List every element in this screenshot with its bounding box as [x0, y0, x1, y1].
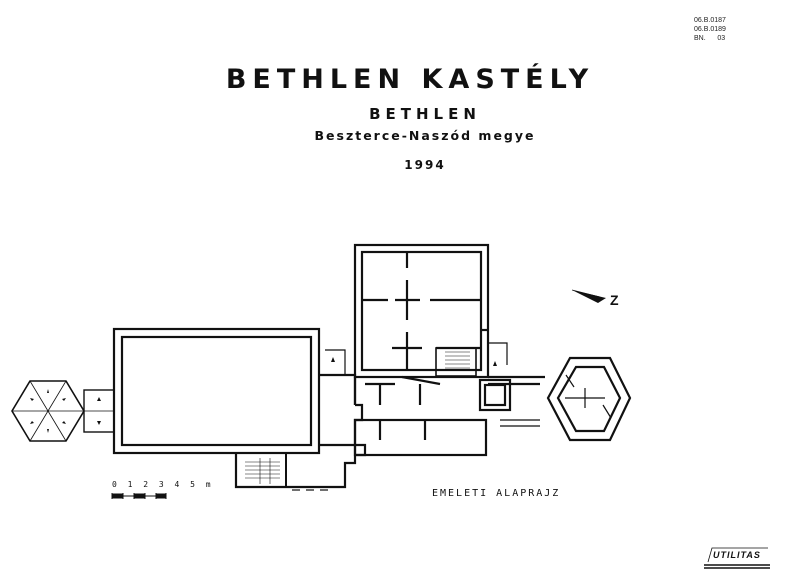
- hexagon-roof-icon: [11, 380, 85, 442]
- drawing-title: BETHLEN KASTÉLY: [225, 64, 595, 95]
- scale-label: 0 1 2 3 4 5 m: [112, 480, 214, 489]
- stamp-frame: [704, 547, 770, 569]
- drawing-year: 1994: [404, 158, 446, 172]
- reference-code-2: 06.B.0189: [694, 26, 726, 33]
- stair-icon: [435, 347, 477, 377]
- central-wing: [353, 243, 490, 379]
- publisher-stamp: UTILITAS: [713, 550, 761, 560]
- great-hall: [112, 327, 321, 455]
- county-name: Beszterce-Naszód megye: [314, 128, 536, 143]
- hexagonal-tower: [546, 356, 632, 442]
- plan-label: EMELETI ALAPRAJZ: [432, 488, 561, 499]
- reference-codes: 06.B.0187 06.B.0189 BN. 03: [694, 16, 726, 43]
- stair-icon: [235, 452, 287, 488]
- place-name: BETHLEN: [369, 105, 481, 123]
- reference-code-1: 06.B.0187: [694, 17, 726, 24]
- reference-code-3: BN. 03: [694, 35, 726, 42]
- north-label: Z: [610, 292, 619, 308]
- north-arrow-icon: [571, 289, 606, 303]
- scale-bar: [111, 493, 167, 499]
